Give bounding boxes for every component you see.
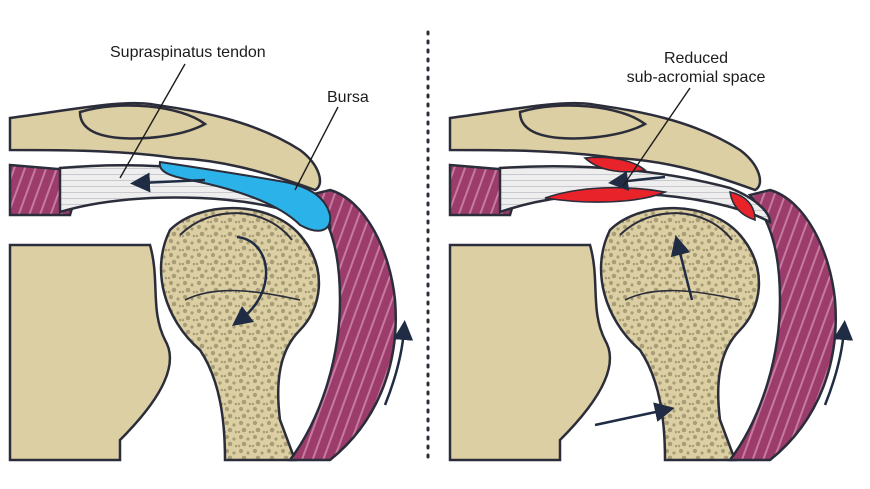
bursa-label: Bursa [327,89,369,106]
tendon-leader-line [119,63,186,179]
rotation-arrow [232,235,268,327]
bursa-leader-line [294,106,339,191]
space-leader-line [622,87,691,187]
inflamed-bursa-middle [544,186,668,203]
space-label-line1: Reduced [664,50,728,67]
inflamed-bursa-side [729,190,756,222]
tendon-arrow [130,172,206,193]
tendon-label: Supraspinatus tendon [110,44,266,61]
inflamed-bursa-top [583,156,647,173]
space-label-line2: sub-acromial space [627,69,766,86]
push-arrow [594,402,675,427]
left-panel: Supraspinatus tendon Bursa [0,0,420,489]
upward-arrow [670,235,694,301]
right-panel: Reduced sub-acromial space [440,0,860,489]
